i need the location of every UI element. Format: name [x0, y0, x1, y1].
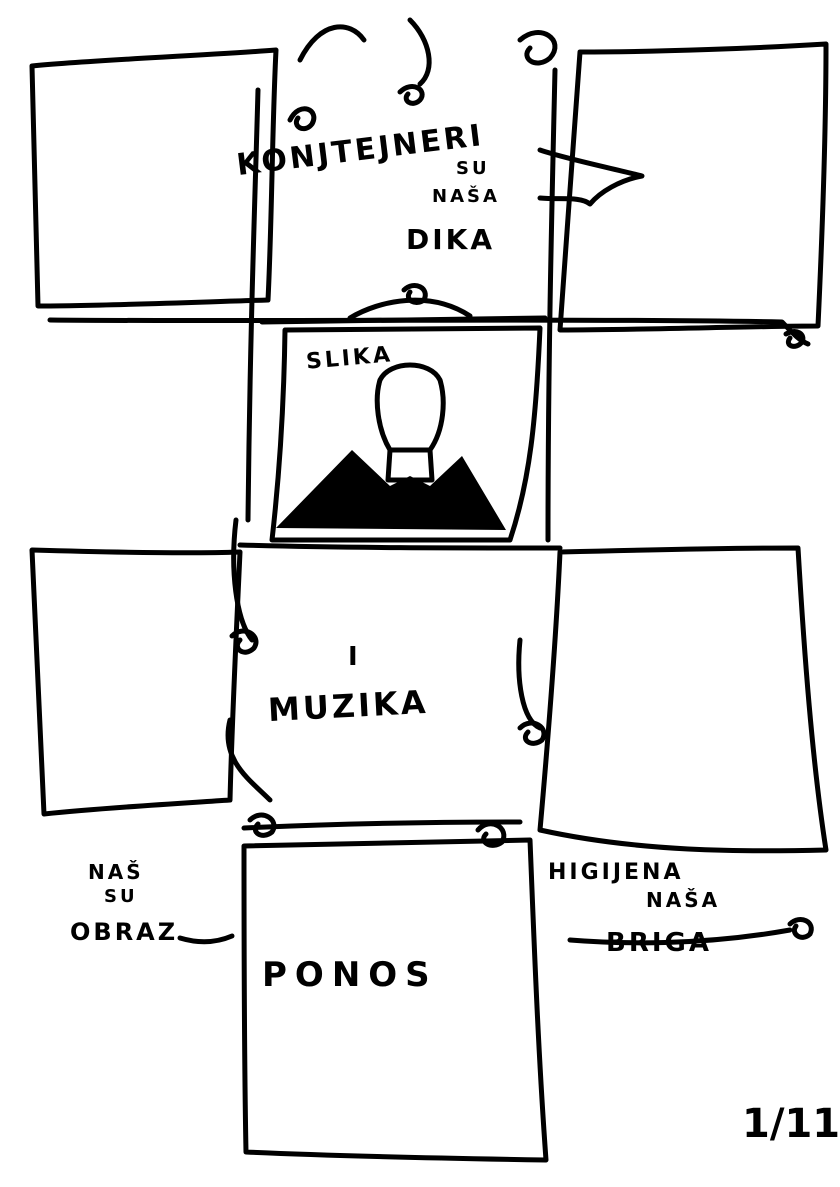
label-su-left: SU — [104, 886, 138, 907]
spiral-ornament-7 — [247, 812, 277, 838]
portrait-shoulders — [276, 450, 506, 530]
spiral-ornament-5 — [229, 628, 259, 655]
label-nas: NAŠ — [88, 860, 144, 884]
pennant-flag-icon — [537, 147, 645, 207]
panel-mid-right — [537, 545, 829, 854]
panel-mid-left — [29, 547, 243, 817]
label-obraz: OBRAZ — [70, 918, 179, 946]
spiral-ornament-1 — [287, 106, 317, 132]
label-higijena: HIGIJENA — [548, 860, 684, 885]
spiral-ornament-2 — [397, 84, 425, 106]
flourish-6 — [516, 637, 543, 731]
label-i: I — [348, 642, 361, 672]
picture-frame — [269, 325, 543, 543]
spiral-ornament-8 — [475, 821, 507, 848]
spiral-ornament-9 — [787, 917, 814, 940]
frame-hanger — [347, 297, 473, 321]
crossbar-top — [47, 317, 811, 347]
label-su-top: SU — [456, 158, 490, 179]
label-nasa-top: NAŠA — [432, 186, 500, 207]
panel-bottom — [241, 837, 549, 1163]
label-ponos: PONOS — [262, 955, 438, 995]
flourish-5 — [231, 517, 255, 643]
flourish-2 — [407, 17, 432, 87]
stem-left-top — [245, 87, 261, 523]
crossbar-middle — [237, 542, 563, 551]
label-nasa-right: NAŠA — [646, 888, 721, 912]
spiral-ornament-3 — [517, 30, 558, 66]
flourish-3 — [567, 927, 793, 946]
portrait-figure-icon — [374, 362, 446, 453]
portrait-collar — [385, 447, 435, 483]
flourish-7 — [225, 717, 273, 803]
frame-top-rail — [259, 315, 548, 325]
panel-top-left — [29, 47, 279, 309]
lower-crossbar — [241, 819, 523, 831]
flourish-4 — [177, 933, 235, 945]
label-briga: BRIGA — [606, 928, 712, 958]
label-dika: DIKA — [406, 223, 496, 256]
crossbar-curl — [783, 329, 806, 349]
label-muzika: MUZIKA — [267, 682, 430, 730]
stem-right-top — [545, 67, 558, 543]
flourish-1 — [297, 24, 367, 63]
signature: 1/11 — [742, 1101, 840, 1147]
spiral-ornament-4 — [401, 283, 428, 305]
panel-top-right — [557, 41, 829, 333]
